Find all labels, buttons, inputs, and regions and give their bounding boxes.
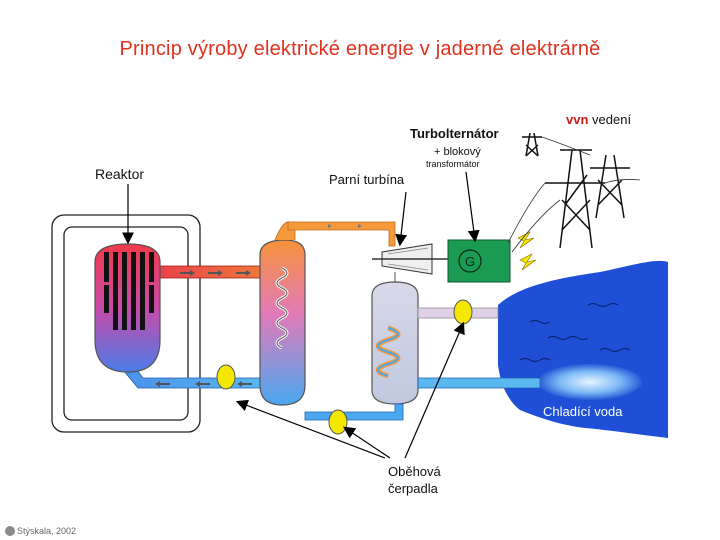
label-blokovy: + blokový bbox=[434, 146, 481, 158]
label-vvn: vvn bbox=[566, 112, 589, 127]
turbine bbox=[372, 243, 456, 275]
author-logo-icon bbox=[5, 526, 15, 536]
generator: G bbox=[447, 239, 511, 283]
steam-generator bbox=[259, 221, 306, 406]
label-parni-turbina: Parní turbína bbox=[329, 172, 405, 187]
tower-large-2 bbox=[590, 154, 630, 219]
label-chladici-voda: Chladící voda bbox=[543, 404, 623, 419]
pump-arrow-3 bbox=[404, 321, 465, 459]
fuel-rods bbox=[104, 275, 154, 330]
lightning-icon bbox=[517, 231, 537, 271]
label-vvn-vedeni: vvn vedení bbox=[566, 112, 631, 127]
generator-symbol: G bbox=[465, 254, 475, 269]
cooling-water-glow bbox=[538, 364, 642, 400]
primary-pump bbox=[216, 364, 236, 390]
label-reaktor: Reaktor bbox=[95, 166, 145, 182]
label-turbogenerator: Turbolternátor bbox=[410, 126, 499, 141]
primary-flow-arrows bbox=[155, 270, 252, 387]
feedwater-pipe bbox=[304, 403, 404, 421]
label-obehova: Oběhová bbox=[388, 464, 441, 479]
water-ripples bbox=[519, 303, 631, 362]
condenser bbox=[371, 272, 419, 405]
author-credit: Stýskala, 2002 bbox=[17, 526, 77, 536]
pump-arrow-1 bbox=[235, 399, 386, 459]
page-title: Princip výroby elektrické energie v jade… bbox=[119, 38, 601, 60]
label-vedeni: vedení bbox=[588, 112, 632, 127]
power-lines bbox=[507, 136, 641, 253]
steam-pipe bbox=[287, 221, 396, 247]
pump-arrow-2 bbox=[343, 426, 391, 459]
label-arrows bbox=[122, 171, 480, 459]
reactor-vessel bbox=[94, 243, 161, 373]
label-cerpadla: čerpadla bbox=[388, 481, 438, 496]
cooling-outlet-pipe bbox=[417, 377, 541, 389]
control-rods bbox=[104, 252, 154, 282]
tower-small-1 bbox=[522, 132, 542, 157]
feedwater-pump bbox=[328, 409, 348, 435]
containment-building bbox=[51, 214, 201, 433]
turbo-arrow bbox=[465, 171, 480, 243]
label-obehova-cerpadla: Oběhová čerpadla bbox=[388, 463, 441, 497]
circulation-pumps bbox=[216, 299, 473, 435]
tower-large-1 bbox=[545, 149, 605, 249]
turbina-arrow bbox=[395, 191, 408, 247]
cooling-pump bbox=[453, 299, 473, 325]
label-transformator: transformátor bbox=[426, 159, 480, 169]
transmission-towers bbox=[522, 132, 630, 249]
steam-flow-arrows bbox=[320, 224, 362, 228]
